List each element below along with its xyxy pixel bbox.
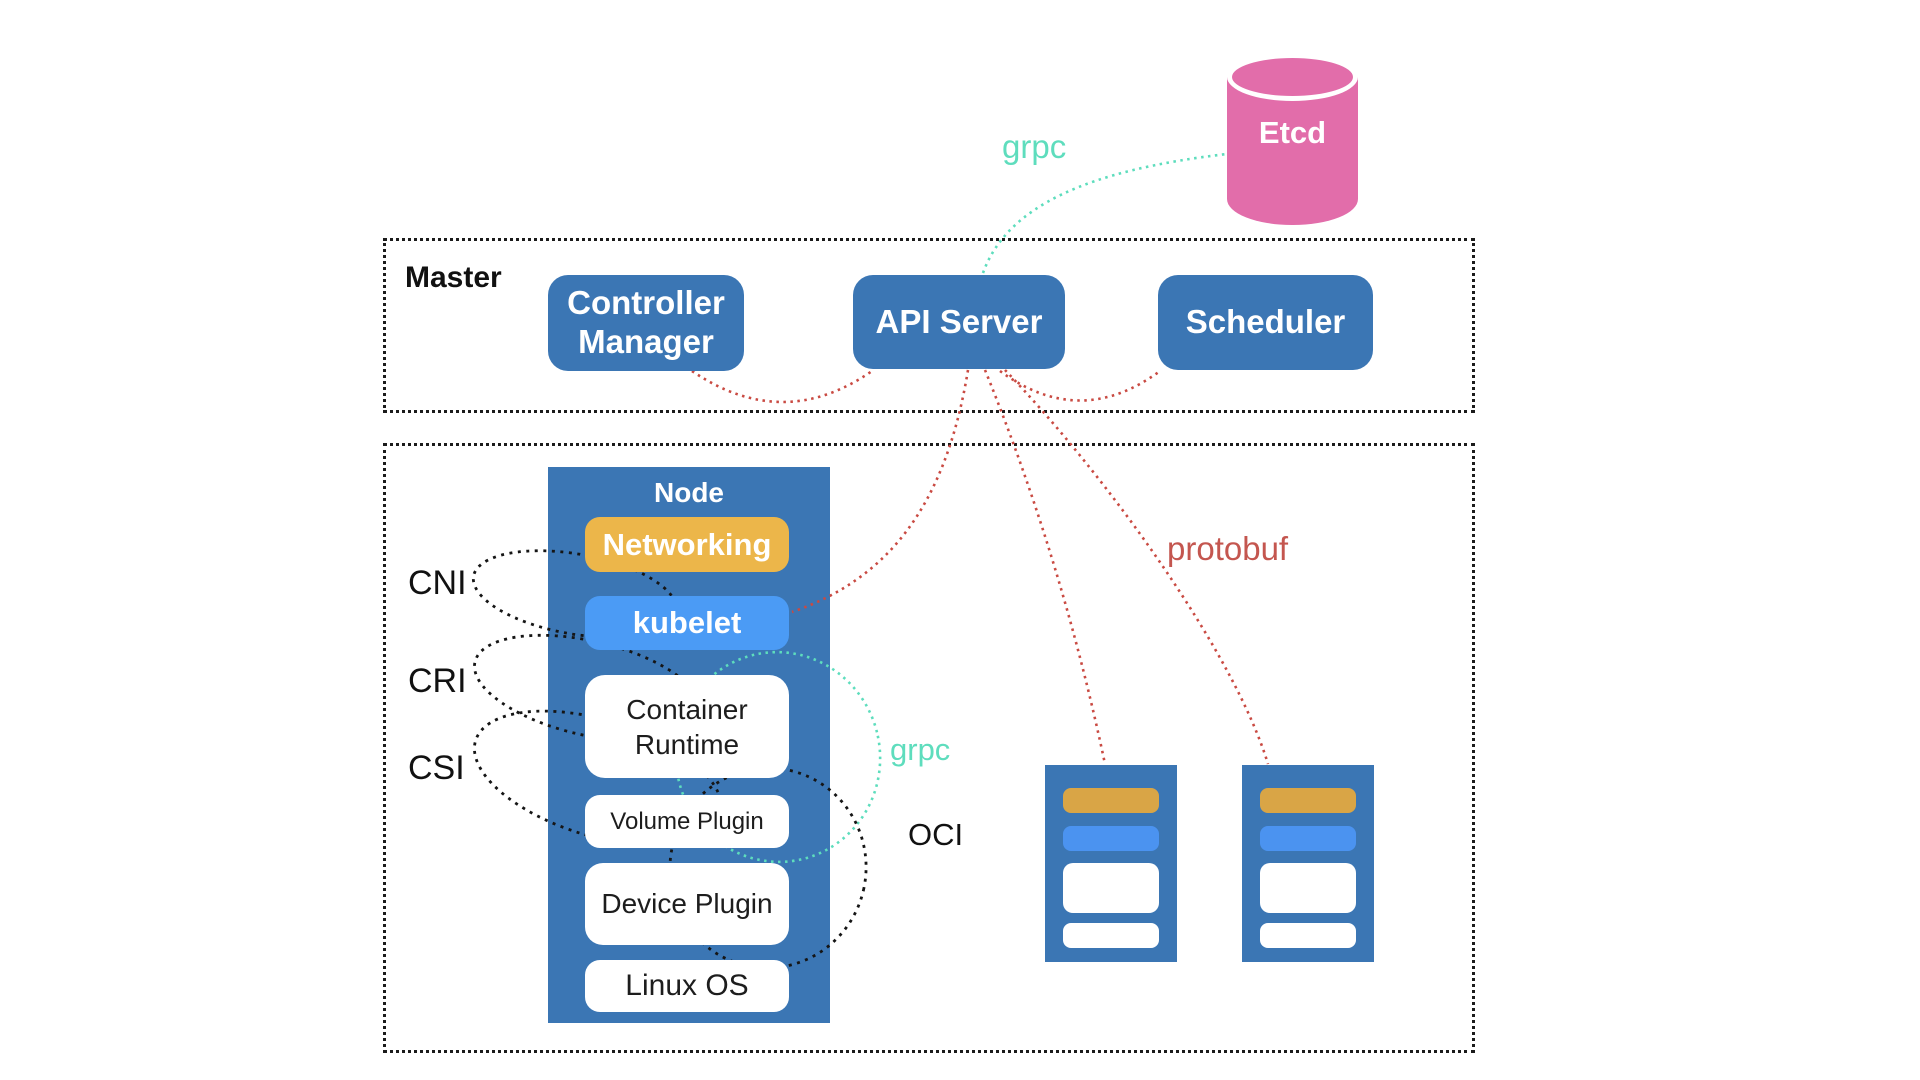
kubelet-box: kubelet: [585, 596, 789, 650]
etcd-label: Etcd: [1258, 115, 1327, 150]
scheduler-label: Scheduler: [1185, 303, 1346, 341]
device-plugin-box: Device Plugin: [585, 863, 789, 945]
mini-runtime-bar: [1063, 863, 1159, 913]
etcd-cylinder: Etcd: [1227, 53, 1358, 225]
csi-label: CSI: [408, 749, 465, 787]
device-plugin-label: Device Plugin: [601, 888, 773, 919]
api-server-label: API Server: [875, 302, 1043, 340]
mini-networking-bar: [1260, 788, 1356, 813]
mini-kubelet-bar: [1260, 826, 1356, 851]
volume-plugin-label: Volume Plugin: [610, 807, 764, 835]
mini-networking-bar: [1063, 788, 1159, 813]
linux-os-box: Linux OS: [585, 960, 789, 1012]
master-label: Master: [405, 261, 502, 294]
linux-os-label: Linux OS: [625, 969, 749, 1002]
mini-kubelet-bar: [1063, 826, 1159, 851]
node-label: Node: [654, 477, 724, 508]
mini-runtime-bar: [1260, 863, 1356, 913]
cni-label: CNI: [408, 564, 467, 602]
container-runtime-box: Container Runtime: [585, 675, 789, 778]
worker-node-mini-2: [1242, 765, 1374, 962]
cri-label: CRI: [408, 662, 467, 700]
grpc-label-node: grpc: [890, 732, 951, 767]
worker-node-mini-1: [1045, 765, 1177, 962]
protobuf-label: protobuf: [1167, 530, 1289, 567]
networking-box: Networking: [585, 517, 789, 572]
mini-os-bar: [1260, 923, 1356, 948]
etcd-body: [1227, 77, 1358, 225]
volume-plugin-box: Volume Plugin: [585, 795, 789, 848]
controller-manager-label: Controller Manager: [567, 284, 725, 360]
container-runtime-label: Container Runtime: [626, 693, 748, 760]
api-server-box: API Server: [853, 275, 1065, 369]
controller-manager-box: Controller Manager: [548, 275, 744, 371]
scheduler-box: Scheduler: [1158, 275, 1373, 370]
oci-label: OCI: [908, 817, 964, 852]
grpc-label-etcd: grpc: [1002, 128, 1067, 165]
etcd-top-ellipse: [1227, 53, 1358, 101]
kubelet-label: kubelet: [632, 605, 742, 640]
mini-os-bar: [1063, 923, 1159, 948]
networking-label: Networking: [602, 526, 772, 562]
